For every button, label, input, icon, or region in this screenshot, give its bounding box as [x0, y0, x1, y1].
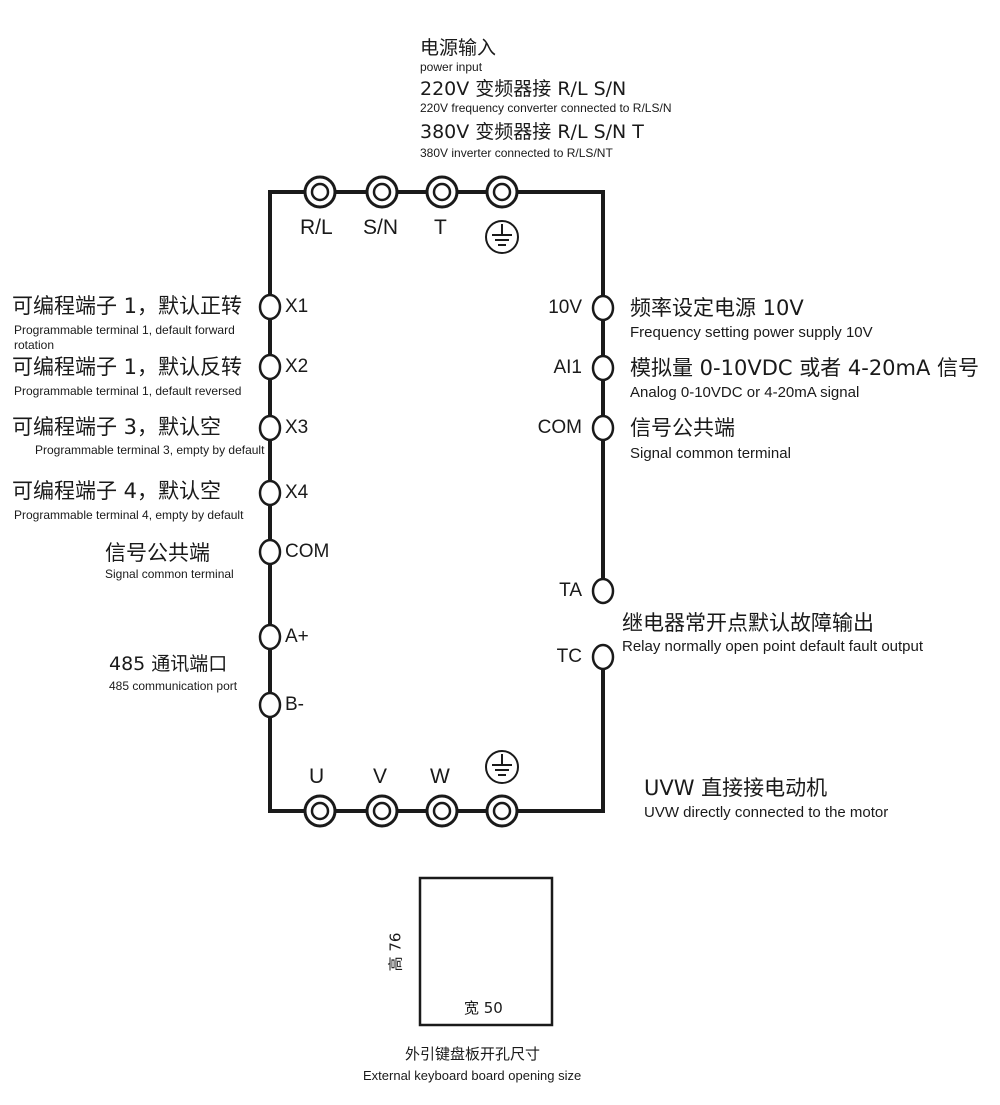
keyboard-opening-box [418, 876, 554, 1027]
terminal-x1 [258, 293, 282, 321]
power-380v-en: 380V inverter connected to R/LS/NT [420, 146, 613, 160]
ground-icon-top [485, 220, 519, 254]
com-right-description-en: Signal common terminal [630, 445, 791, 462]
com-right-description: 信号公共端 [630, 416, 735, 440]
x4-description: 可编程端子 4，默认空 [12, 479, 222, 503]
keyboard-caption-en: External keyboard board opening size [363, 1068, 582, 1083]
10v-description-en: Frequency setting power supply 10V [630, 324, 873, 341]
relay-description: 继电器常开点默认故障输出 [622, 611, 874, 635]
ai1-description: 模拟量 0-10VDC 或者 4-20mA 信号 [630, 356, 980, 380]
terminal-x2 [258, 353, 282, 381]
com-left-description-en: Signal common terminal [105, 567, 234, 581]
code-10v: 10V [548, 297, 582, 318]
com-left-description: 信号公共端 [105, 541, 210, 565]
code-com-right: COM [537, 417, 582, 438]
code-x3: X3 [285, 417, 309, 438]
10v-description: 频率设定电源 10V [630, 296, 804, 320]
terminal-a-plus [258, 623, 282, 651]
terminal-v [365, 794, 399, 828]
ai1-description-en: Analog 0-10VDC or 4-20mA signal [630, 384, 860, 401]
terminal-rl [303, 175, 337, 209]
terminal-ta [591, 577, 615, 605]
left-terminal-circles [258, 293, 282, 719]
terminal-t [425, 175, 459, 209]
motor-description: UVW 直接接电动机 [644, 776, 828, 800]
power-220v-label: 220V 变频器接 R/L S/N [420, 78, 627, 100]
terminal-com-right [591, 414, 615, 442]
x3-description: 可编程端子 3，默认空 [12, 415, 222, 439]
label-u: U [309, 765, 325, 788]
power-380v-label: 380V 变频器接 R/L S/N T [420, 121, 644, 143]
keyboard-caption: 外引键盘板开孔尺寸 [405, 1045, 541, 1063]
code-a-plus: A+ [285, 626, 309, 647]
terminal-w [425, 794, 459, 828]
code-ai1: AI1 [553, 357, 582, 378]
label-t: T [434, 216, 447, 239]
code-ta: TA [559, 580, 582, 601]
x2-description-en: Programmable terminal 1, default reverse… [14, 384, 242, 398]
code-x1: X1 [285, 296, 309, 317]
terminal-tc [591, 643, 615, 671]
label-rl: R/L [300, 216, 333, 239]
rs485-description: 485 通讯端口 [109, 653, 228, 675]
x3-description-en: Programmable terminal 3, empty by defaul… [35, 443, 265, 457]
keyboard-width-label: 宽 50 [464, 999, 503, 1017]
keyboard-height-label: 高 76 [386, 932, 405, 972]
top-terminals [303, 175, 519, 209]
relay-description-en: Relay normally open point default fault … [622, 638, 924, 655]
code-b-minus: B- [285, 694, 304, 715]
terminal-10v [591, 294, 615, 322]
terminal-x3 [258, 414, 282, 442]
terminal-u [303, 794, 337, 828]
frame-lines [268, 190, 605, 813]
rs485-description-en: 485 communication port [109, 679, 238, 693]
x2-description: 可编程端子 1，默认反转 [12, 355, 243, 379]
terminal-ai1 [591, 354, 615, 382]
power-220v-en: 220V frequency converter connected to R/… [420, 101, 672, 115]
terminal-pe-top [485, 175, 519, 209]
x1-description-en2: rotation [14, 338, 55, 352]
label-w: W [430, 765, 450, 788]
terminal-pe-bottom [485, 794, 519, 828]
motor-description-en: UVW directly connected to the motor [644, 804, 889, 821]
code-x4: X4 [285, 482, 309, 503]
label-sn: S/N [363, 216, 399, 239]
terminal-b-minus [258, 691, 282, 719]
right-terminal-circles [591, 294, 615, 671]
code-tc: TC [556, 646, 582, 667]
power-input-subtitle: power input [420, 60, 483, 74]
label-v: V [373, 765, 388, 788]
code-x2: X2 [285, 356, 309, 377]
terminal-com-left [258, 538, 282, 566]
terminal-x4 [258, 479, 282, 507]
bottom-terminals [303, 794, 519, 828]
x1-description: 可编程端子 1，默认正转 [12, 294, 243, 318]
x4-description-en: Programmable terminal 4, empty by defaul… [14, 508, 244, 522]
terminal-sn [365, 175, 399, 209]
x1-description-en: Programmable terminal 1, default forward [14, 323, 235, 337]
ground-icon-bottom [485, 750, 519, 784]
code-com-left: COM [285, 541, 330, 562]
power-input-title: 电源输入 [420, 37, 497, 59]
